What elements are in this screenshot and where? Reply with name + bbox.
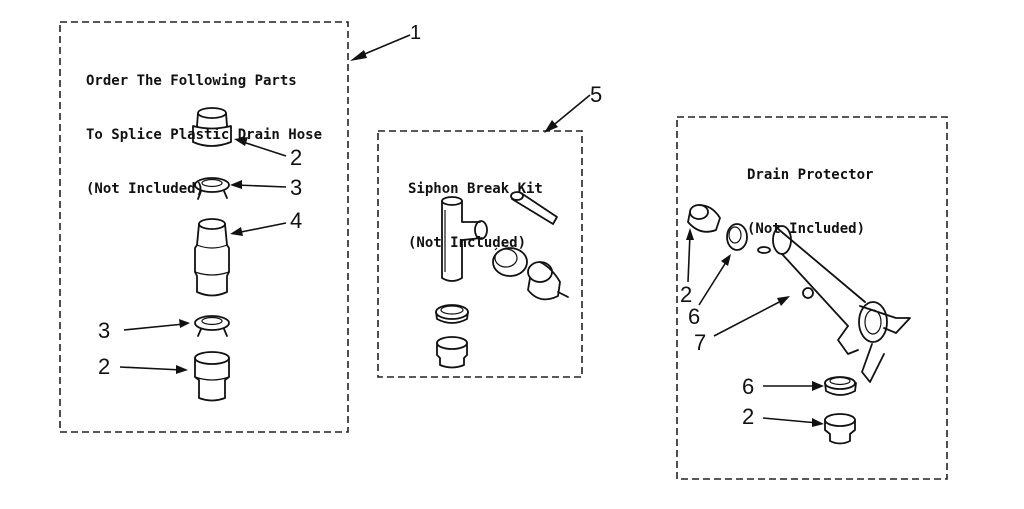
protector-arrow — [713, 296, 790, 337]
protector-ring-part — [726, 223, 748, 251]
splice-callout: 4 — [290, 208, 303, 233]
siphon-coupling-part — [436, 336, 468, 369]
splice-arrow — [234, 137, 287, 157]
siphon-pin-part — [510, 191, 558, 225]
clamp-ring-part — [194, 315, 230, 337]
connector-part — [194, 218, 230, 297]
group-5-leader — [544, 94, 591, 133]
protector-ring-part — [824, 376, 857, 396]
protector-callout: 6 — [688, 304, 701, 329]
protector-callout: 2 — [680, 282, 693, 307]
splice-callout: 3 — [98, 318, 111, 343]
splice-arrow — [123, 319, 190, 331]
protector-coupling-part — [824, 413, 856, 445]
coupling-part — [194, 351, 230, 402]
splice-callout: 2 — [98, 354, 111, 379]
clamp-ring-part — [194, 177, 230, 200]
splice-arrow — [230, 222, 287, 236]
protector-body-part — [757, 225, 911, 383]
protector-coupling-part — [687, 204, 721, 233]
protector-arrow — [686, 228, 694, 283]
coupling-part — [192, 107, 232, 147]
protector-panel-border — [676, 116, 948, 480]
siphon-tee-part — [441, 196, 488, 282]
splice-callout: 2 — [290, 145, 303, 170]
protector-callout: 7 — [694, 330, 707, 355]
splice-panel-title: Order The Following Parts To Splice Plas… — [86, 73, 323, 197]
siphon-panel-border — [377, 130, 583, 378]
splice-panel-border — [59, 21, 349, 433]
group-label-1: 1 — [410, 22, 422, 44]
protector-panel-title: Drain Protector (Not Included) — [747, 167, 874, 237]
group-1-leader — [350, 34, 411, 61]
protector-callout: 6 — [742, 374, 755, 399]
protector-arrow — [763, 381, 824, 391]
splice-arrow — [119, 365, 188, 374]
protector-arrow — [698, 254, 731, 306]
splice-callout: 3 — [290, 175, 303, 200]
protector-arrow — [762, 417, 824, 427]
splice-arrow — [230, 180, 287, 189]
group-label-5: 5 — [590, 82, 603, 107]
siphon-coupling-part — [527, 261, 569, 301]
protector-callout: 2 — [742, 404, 755, 429]
siphon-panel-title: Siphon Break Kit (Not Included) — [408, 181, 543, 251]
siphon-ring-part — [492, 243, 528, 277]
siphon-ring-part — [435, 304, 469, 324]
